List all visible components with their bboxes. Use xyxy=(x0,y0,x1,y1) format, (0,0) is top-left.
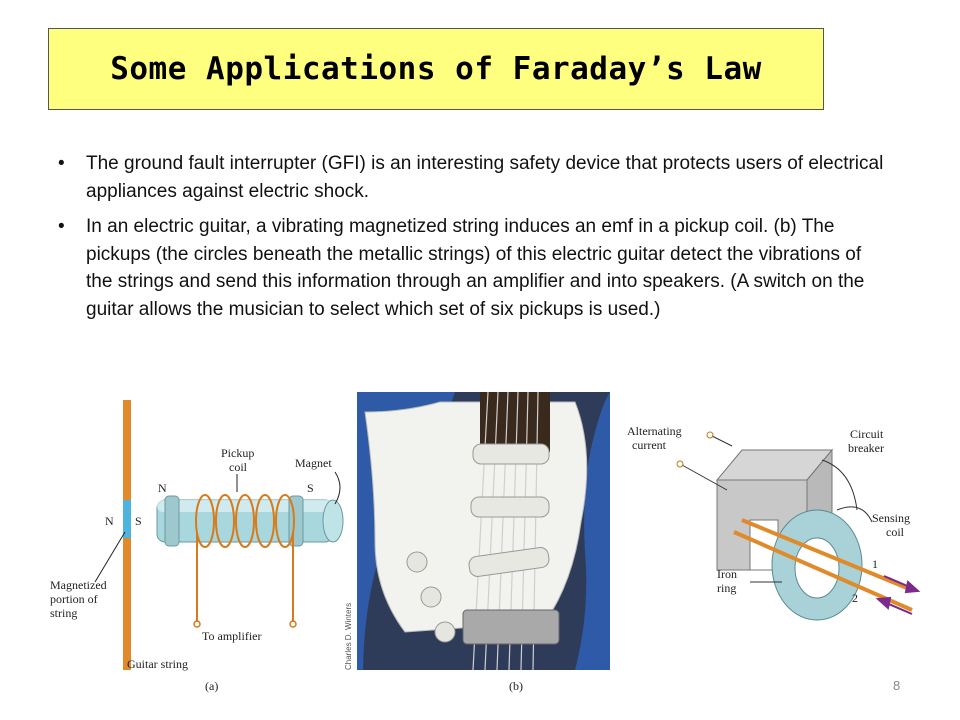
bullet-text: The ground fault interrupter (GFI) is an… xyxy=(86,153,884,202)
figure-a-caption: (a) xyxy=(205,679,218,693)
bullet-text: In an electric guitar, a vibrating magne… xyxy=(86,216,865,320)
current-wires xyxy=(733,518,913,612)
sensing-label: Sensing xyxy=(872,511,910,525)
pickup-neck xyxy=(472,443,550,465)
magnet-s-label: S xyxy=(307,481,314,495)
guitar-string-label: Guitar string xyxy=(127,657,188,671)
wire-2-label: 2 xyxy=(852,591,858,605)
string-label: string xyxy=(50,606,77,620)
pickup-coil xyxy=(195,494,295,622)
figure-b-caption: (b) xyxy=(509,679,523,693)
pickguard xyxy=(364,401,588,633)
current-label: current xyxy=(632,438,667,452)
magnetized-portion xyxy=(123,500,131,538)
portion-of-label: portion of xyxy=(50,592,98,606)
to-amplifier-label: To amplifier xyxy=(202,629,261,643)
title-box: Some Applications of Faraday’s Law xyxy=(48,28,824,110)
bridge xyxy=(462,609,560,645)
page-number: 8 xyxy=(893,678,901,693)
circuit-label: Circuit xyxy=(850,427,884,441)
figure-c-gfi-diagram: Alternating current Circuit breaker Sens… xyxy=(627,424,921,621)
alternating-label: Alternating xyxy=(627,424,682,438)
breaker-label: breaker xyxy=(848,441,884,455)
pickup-label: Pickup xyxy=(221,446,254,460)
bullet-item: • In an electric guitar, a vibrating mag… xyxy=(58,213,888,323)
bullet-item: • The ground fault interrupter (GFI) is … xyxy=(58,150,888,205)
string-s-label: S xyxy=(135,514,142,528)
magnet-n-label: N xyxy=(158,481,167,495)
figure-a-pickup-diagram: N S N S Pickup coil Magnet Magnetized po… xyxy=(50,400,344,693)
bullet-list: • The ground fault interrupter (GFI) is … xyxy=(58,150,888,331)
bullet-marker: • xyxy=(58,153,65,174)
figure-b-guitar-photo: Charles D. Winters (b) xyxy=(345,392,610,693)
magnet-label: Magnet xyxy=(295,456,332,470)
slide-title: Some Applications of Faraday’s Law xyxy=(110,51,762,87)
iron-label: Iron xyxy=(717,567,737,581)
photo-credit: Charles D. Winters xyxy=(345,603,353,670)
string-n-label: N xyxy=(105,514,114,528)
wire-1-label: 1 xyxy=(872,557,878,571)
bullet-marker: • xyxy=(58,216,65,237)
pickup-middle xyxy=(470,496,550,518)
ring-label: ring xyxy=(717,581,736,595)
magnetized-label: Magnetized xyxy=(50,578,107,592)
pickup-coil-label: coil xyxy=(229,460,248,474)
pickup-bridge xyxy=(468,547,550,577)
sensing-coil-label: coil xyxy=(886,525,905,539)
